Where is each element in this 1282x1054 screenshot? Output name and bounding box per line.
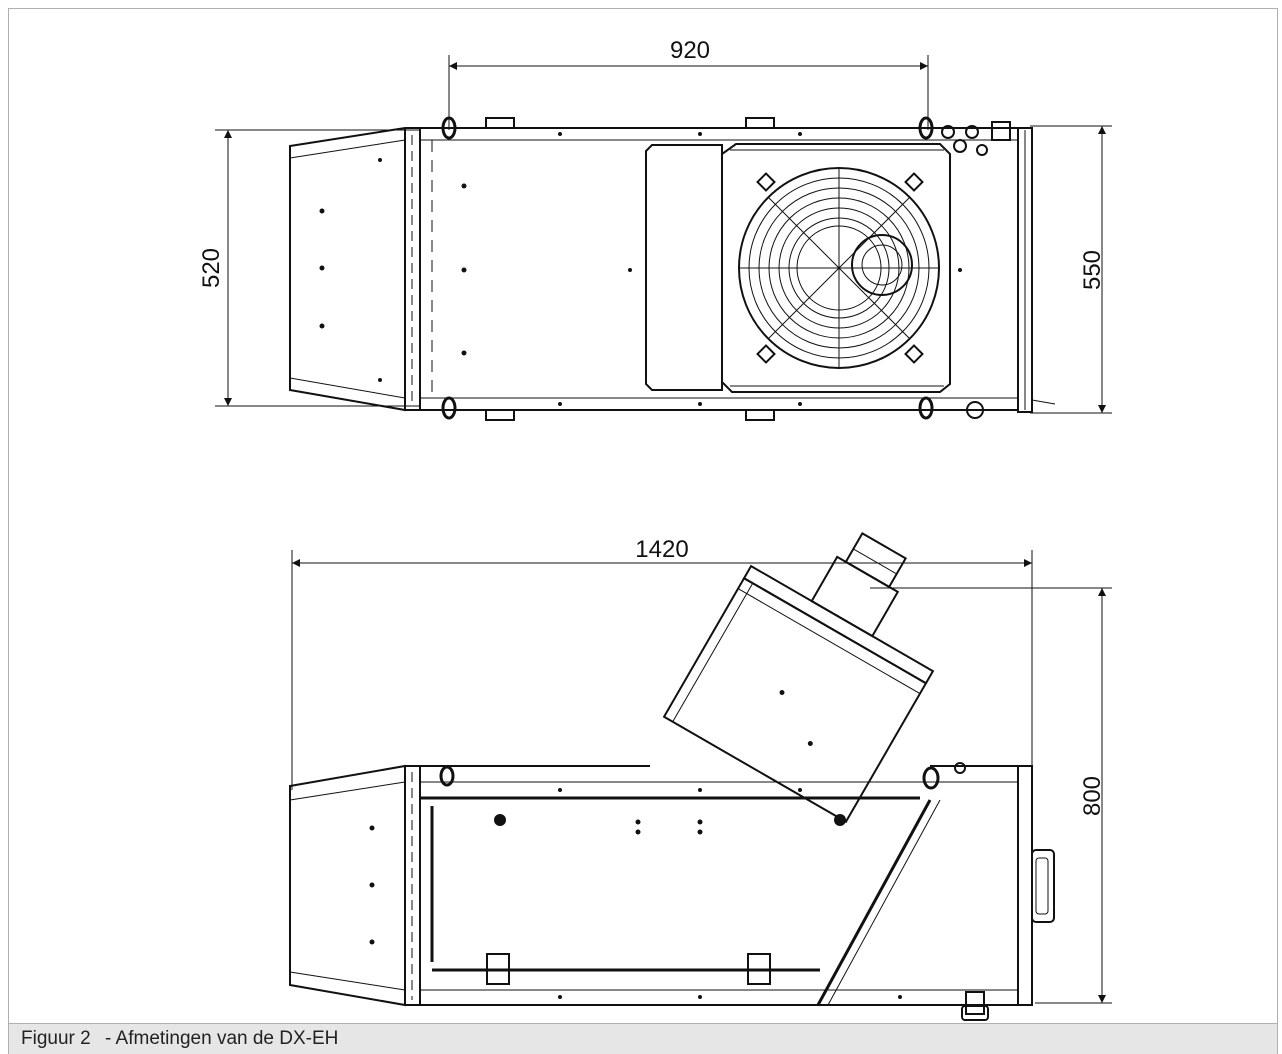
dimension-920-label: 920 [670,37,710,64]
dimension-520: 520 [198,129,420,407]
side-view: 1420 800 [289,531,1112,1021]
dimension-800-label: 800 [1079,776,1106,816]
figure-caption: Figuur 2 - Afmetingen van de DX-EH [8,1024,1278,1054]
fan-guard-top [738,167,940,369]
figure-caption-text: - Afmetingen van de DX-EH [105,1028,339,1049]
dimension-drawing: 920 520 550 [198,37,1112,1021]
top-view: 920 520 550 [198,37,1112,421]
figure-frame [8,8,1278,1024]
fan-housing-side [662,531,935,824]
dimension-920: 920 [448,37,929,130]
dimension-520-label: 520 [198,248,225,288]
dimension-1420: 1420 [291,536,1033,790]
figure-number: Figuur 2 [21,1028,91,1049]
dimension-1420-label: 1420 [635,536,688,563]
dimension-550: 550 [1030,125,1112,414]
dimension-800: 800 [870,587,1112,1004]
dimension-550-label: 550 [1079,250,1106,290]
